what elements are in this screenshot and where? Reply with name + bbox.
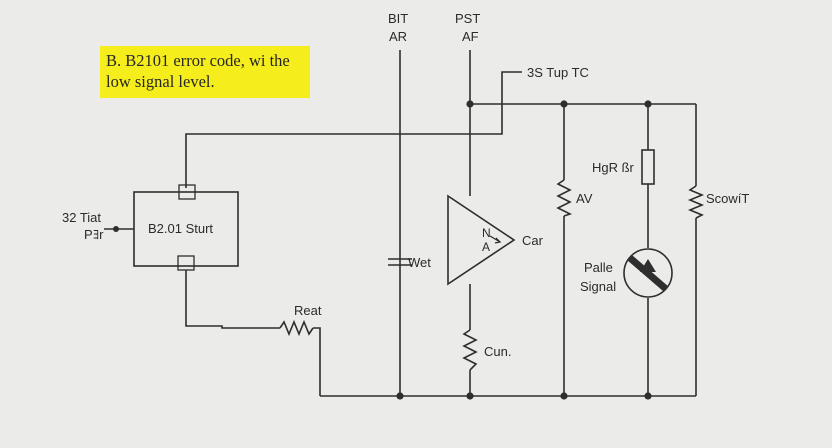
junction-dot [396,392,404,400]
bit-label-bottom: AR [389,29,407,44]
scowit-label: ScowíT [706,191,749,206]
pst-label-top: PST [455,11,480,26]
tc-signal-wire [185,71,522,188]
reat-feed-wire [185,270,280,329]
left-input-label-top: 32 Tiat [62,210,101,225]
scowit-resistor [687,185,705,219]
junction-dot [466,392,474,400]
reat-resistor [279,319,314,337]
signal-meter-arrow-icon [640,259,656,272]
left-input-junction [113,226,119,232]
palle-label: Palle [584,260,613,275]
av-label: AV [576,191,593,206]
junction-dot [466,100,474,108]
reat-label: Reat [294,303,322,318]
av-resistor [556,179,573,217]
junction-dot [644,392,652,400]
module-bottom-connector [177,255,195,271]
hgr-label: HgR ßr [592,160,635,175]
car-label: Car [522,233,544,248]
junction-dot [560,100,568,108]
error-note-line-1: B. B2101 error code, wi the [106,51,290,70]
error-note: B. B2101 error code, wi the low signal l… [106,50,311,92]
left-input-label-bottom: Pﾖr [84,227,104,242]
hgr-resistor-box [641,149,655,185]
signal-meter-bar [627,255,669,292]
amp-n-label: N [482,226,491,240]
amp-a-label: A [482,240,490,254]
cun-label: Cun. [484,344,511,359]
junction-dot [644,100,652,108]
junction-dot [560,392,568,400]
module-top-connector [178,184,196,200]
wet-label: Wet [408,255,431,270]
highlighted-note-box [100,46,310,98]
module-label: B2.01 Sturt [148,221,213,236]
bit-label-top: BIT [388,11,408,26]
amplifier-symbol [447,194,516,286]
tc-label: 3S Tup TC [527,65,589,80]
signal-meter-circle [623,248,673,298]
error-note-line-2: low signal level. [106,72,215,91]
pst-label-bottom: AF [462,29,479,44]
signal-label: Signal [580,279,616,294]
cun-resistor [462,329,478,371]
amplifier-arrow-head [494,237,502,244]
reat-return-wire [313,327,321,396]
